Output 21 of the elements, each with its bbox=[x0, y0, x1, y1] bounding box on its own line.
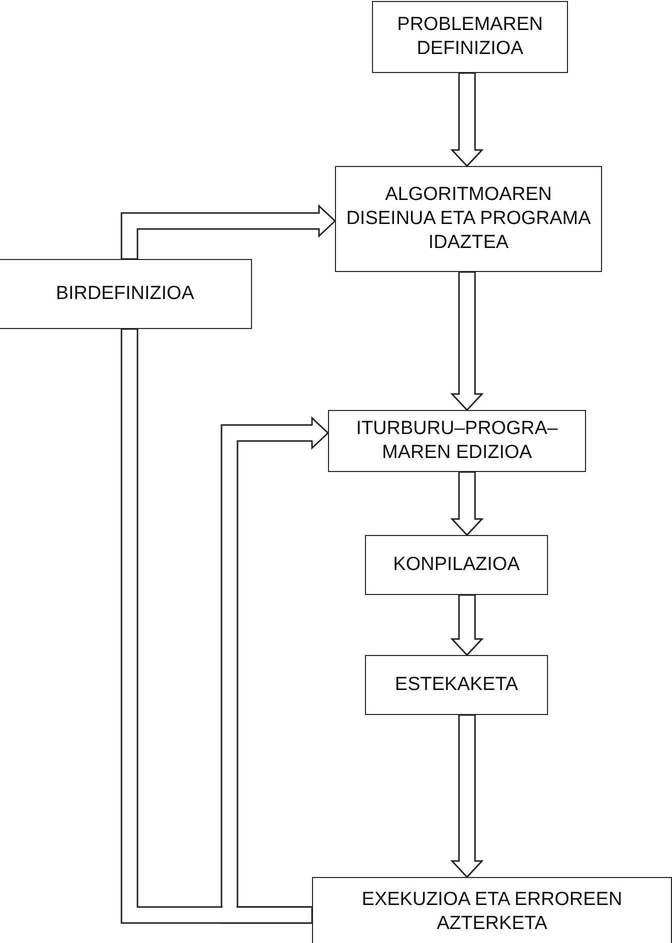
hollow-arrow bbox=[450, 72, 484, 168]
hollow-arrow bbox=[450, 471, 484, 536]
process-box bbox=[365, 655, 548, 715]
box-label: ESTEKAKETA bbox=[394, 673, 518, 697]
box-label: BIRDEFINIZIOA bbox=[56, 282, 194, 306]
process-box bbox=[328, 410, 586, 472]
hollow-arrow bbox=[450, 594, 484, 656]
process-box bbox=[312, 877, 672, 943]
process-box bbox=[335, 166, 602, 272]
box-label: ITURBURU–PROGRA–MAREN EDIZIOA bbox=[355, 417, 559, 465]
process-box bbox=[365, 535, 548, 595]
box-label: ALGORITMOAREN DISEINUA ETA PROGRAMA IDAZTEA bbox=[345, 183, 592, 255]
process-box bbox=[0, 259, 252, 329]
hollow-arrow bbox=[120, 204, 336, 260]
box-label: KONPILAZIOA bbox=[393, 553, 520, 577]
hollow-arrow bbox=[450, 714, 484, 878]
process-box bbox=[372, 1, 568, 73]
box-label: EXEKUZIOA ETA ERROREEN AZTERKETA bbox=[360, 888, 624, 936]
hollow-arrow bbox=[120, 328, 313, 924]
hollow-arrow bbox=[450, 271, 484, 412]
box-label: PROBLEMAREN DEFINIZIOA bbox=[396, 13, 544, 61]
